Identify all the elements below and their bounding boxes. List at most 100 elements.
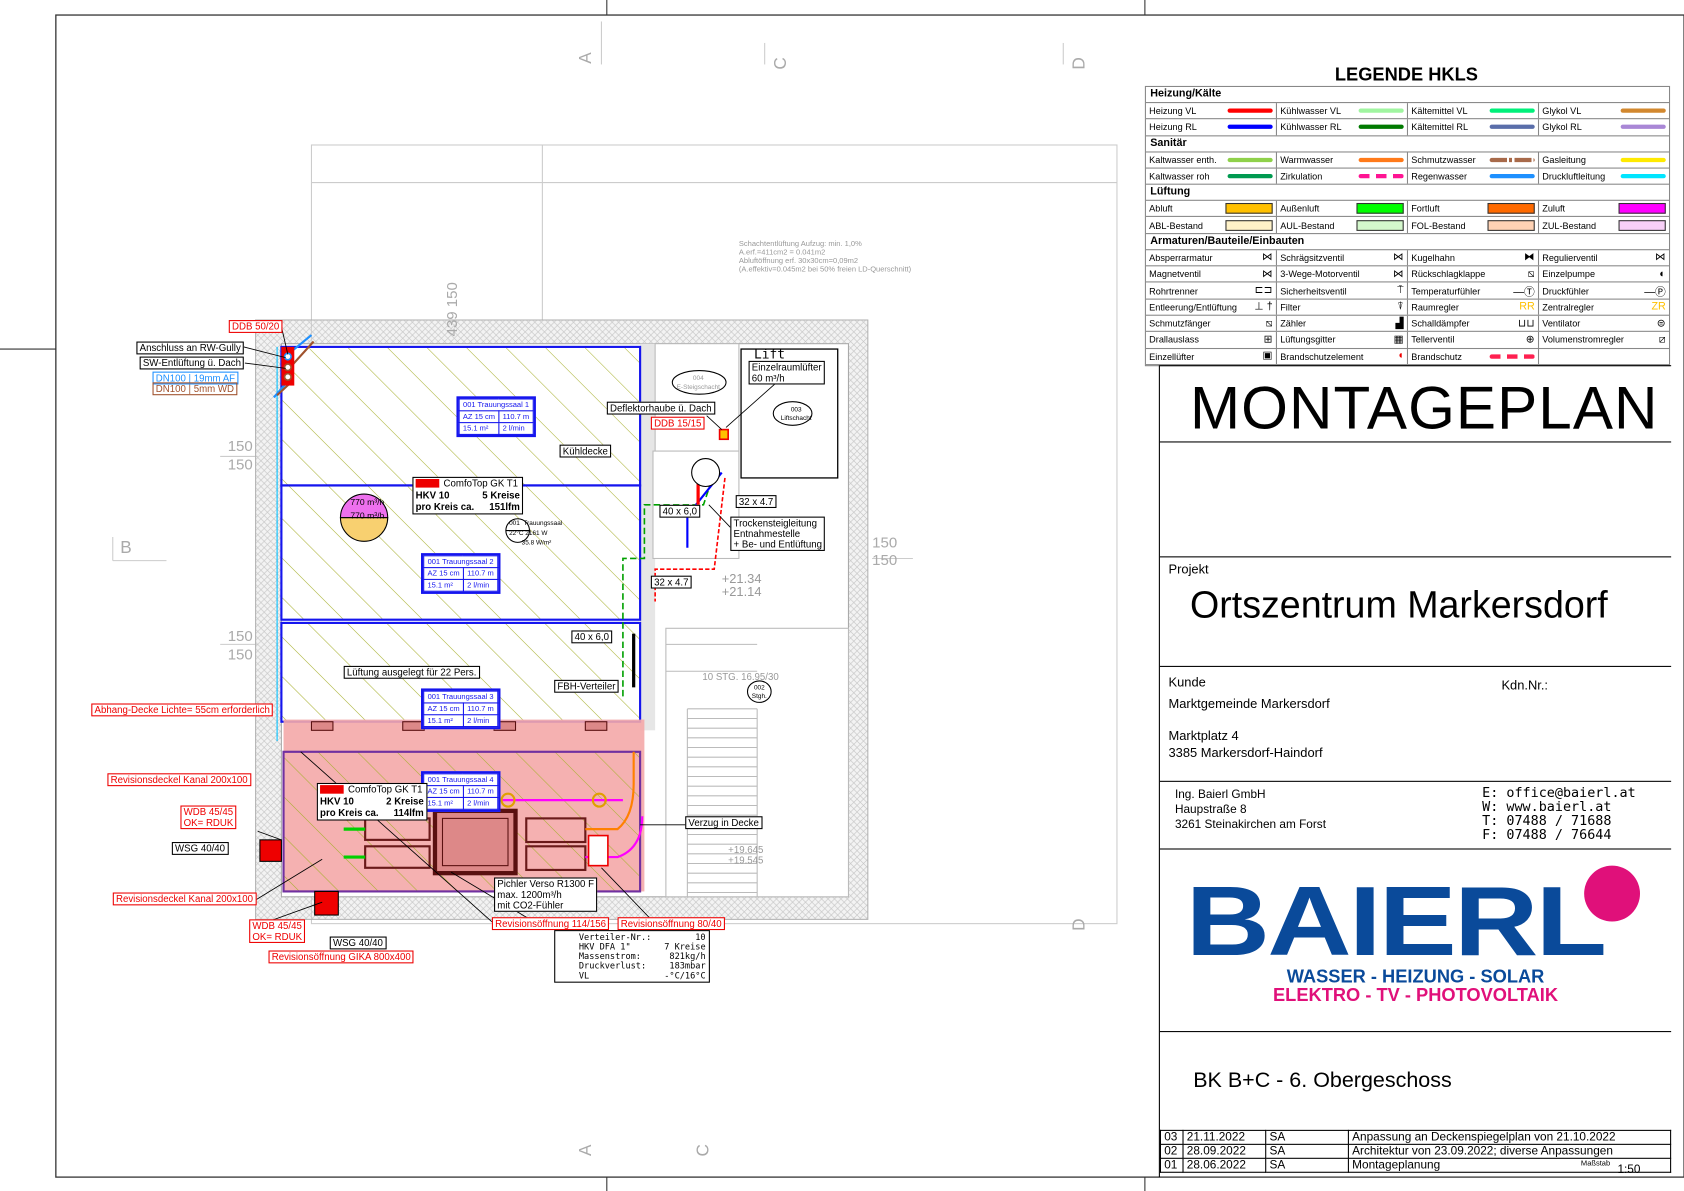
- grid-letter-a-top: A: [577, 52, 596, 64]
- legend-symbol-icon: ⊕: [1525, 333, 1535, 346]
- legend-section-title: Lüftung: [1145, 185, 1669, 202]
- dimension: 150: [872, 533, 898, 551]
- circuit-spacing: AZ 15 cm: [423, 567, 464, 580]
- legend-item: Kühlwasser VL: [1277, 103, 1409, 119]
- legend-fill-swatch: [1618, 219, 1666, 231]
- legend-line-swatch: [1620, 157, 1666, 162]
- legend-symbol-icon: ⋈: [1392, 268, 1404, 281]
- legend-item: Heizung RL: [1146, 119, 1277, 135]
- revision-by: SA: [1265, 1129, 1349, 1145]
- dimension: 150: [227, 437, 253, 455]
- legend-line-swatch: [1227, 157, 1273, 162]
- legend-item-label: Schmutzfänger: [1149, 318, 1211, 329]
- distributor-value: 821kg/h: [669, 951, 706, 962]
- label-wsg2: WSG 40/40: [329, 936, 387, 950]
- legend-item-label: Lüftungsgitter: [1280, 334, 1336, 346]
- legend-symbol-icon: ⍑: [1397, 284, 1404, 297]
- label-line: WDB 45/45: [252, 920, 302, 932]
- legend-item: Einzelpumpe◐: [1539, 266, 1669, 281]
- legend-item: Brandschutz: [1408, 348, 1540, 364]
- legend-row: Rohrtrenner⊏⊐Sicherheitsventil⍑Temperatu…: [1145, 282, 1669, 300]
- legend-item: Abluft: [1146, 201, 1277, 217]
- distributor-key: HKV DFA 1": [578, 941, 631, 952]
- legend-item-label: Kältemittel VL: [1411, 105, 1468, 117]
- legend-item: Regulierventil⋈: [1539, 250, 1669, 265]
- circuit-title: 001 Trauungssaal 1: [458, 398, 534, 412]
- legend-item: Einzellüfter▣: [1146, 348, 1277, 364]
- legend-fill-swatch: [1487, 219, 1535, 231]
- plan-type-section: MONTAGEPLAN: [1159, 365, 1672, 443]
- legend-symbol-icon: ⍒: [1397, 301, 1404, 313]
- label-d32b: 32 x 4.7: [650, 575, 692, 589]
- distributor-row: HKV DFA 1" 7 Kreise: [579, 942, 706, 952]
- legend-item: Schmutzwasser: [1408, 152, 1540, 168]
- title-block: MONTAGEPLAN Projekt Ortszentrum Markersd…: [1158, 365, 1672, 1178]
- label-line: WDB 45/45: [183, 806, 234, 818]
- legend-item: Druckfühler—Ⓟ: [1539, 283, 1669, 298]
- legend-item-label: Fortluft: [1411, 203, 1440, 215]
- project-name: Ortszentrum Markersdorf: [1189, 584, 1608, 627]
- legend-item-label: Drallauslass: [1149, 334, 1199, 346]
- client-number-label: Kdn.Nr.:: [1501, 677, 1549, 693]
- legend-line-swatch: [1227, 174, 1273, 179]
- label-line: max. 1200m³/h: [497, 889, 562, 901]
- circuit-flow: 2 l/min: [462, 578, 499, 592]
- circuit-area: 15.1 m²: [423, 578, 464, 592]
- legend-item: Brandschutzelement◖: [1277, 348, 1409, 364]
- legend-item: Gasleitung: [1539, 152, 1669, 167]
- distributor-value: 10: [695, 932, 706, 942]
- grid-letter-c-top: C: [771, 57, 791, 70]
- grid-letter-d-top: D: [1070, 57, 1089, 70]
- distributor-key: VL: [578, 970, 590, 981]
- legend-symbol-icon: ZR: [1651, 301, 1666, 313]
- legend-item: Heizung VL: [1146, 103, 1277, 119]
- distributor-value: 7 Kreise: [664, 941, 706, 952]
- legend-item: Entleerung/Entlüftung⊥ †: [1146, 299, 1277, 315]
- legend-row: Drallauslass⊞Lüftungsgitter▦Tellerventil…: [1145, 332, 1669, 349]
- legend-item-label: AUL-Bestand: [1280, 219, 1335, 231]
- label-rev80: Revisionsöffnung 80/40: [617, 917, 725, 931]
- dimension: 439 150: [442, 282, 460, 337]
- legend-section-title: Sanitär: [1145, 136, 1669, 153]
- legend-symbol-icon: ⋈: [1655, 251, 1666, 264]
- label-line: Entnahmestelle: [733, 528, 801, 540]
- circuit-length: 110.7 m: [462, 567, 499, 580]
- leader-lines: [243, 326, 785, 925]
- legend-line-swatch: [1227, 108, 1273, 113]
- legend-item-label: FOL-Bestand: [1411, 219, 1466, 231]
- plan-type: MONTAGEPLAN: [1189, 373, 1659, 442]
- client-section: Kunde Kdn.Nr.: Marktgemeinde Markersdorf…: [1159, 666, 1672, 782]
- legend-item: ZUL-Bestand: [1539, 217, 1669, 232]
- label-line: OK= RDUK: [183, 817, 234, 829]
- legend-item: Druckluftleitung: [1539, 169, 1669, 184]
- manifold-tag: [320, 785, 344, 794]
- manifold-id: HKV 10: [415, 489, 450, 501]
- manifold-tag: [415, 479, 440, 488]
- revision-no: 03: [1159, 1129, 1184, 1145]
- legend-item-label: Tellerventil: [1411, 334, 1455, 346]
- circuit-spacing: AZ 15 cm: [423, 702, 464, 716]
- legend-item: 3-Wege-Motorventil⋈: [1277, 266, 1409, 282]
- label-deflektor: Deflektorhaube ü. Dach: [606, 401, 715, 415]
- manifold-per-circuit-label: pro Kreis ca.: [320, 807, 379, 819]
- circuit-spacing: AZ 15 cm: [423, 785, 464, 798]
- distributor-value: 183mbar: [669, 961, 706, 971]
- legend-dashed-swatch: [1358, 174, 1404, 179]
- client-city: 3385 Markersdorf-Haindorf: [1168, 745, 1323, 761]
- legend-item-label: Entleerung/Entlüftung: [1149, 301, 1237, 313]
- logo-wordmark: BAIERL: [1185, 866, 1607, 977]
- label-d40b: 40 x 6,0: [571, 630, 613, 644]
- legend-row: Entleerung/Entlüftung⊥ †Filter⍒Raumregle…: [1145, 299, 1669, 316]
- legend-item-label: Druckfühler: [1542, 285, 1589, 296]
- company-logo: BAIERL WASSER - HEIZUNG - SOLAR ELEKTRO …: [1159, 848, 1672, 1033]
- legend-item: [1539, 349, 1669, 364]
